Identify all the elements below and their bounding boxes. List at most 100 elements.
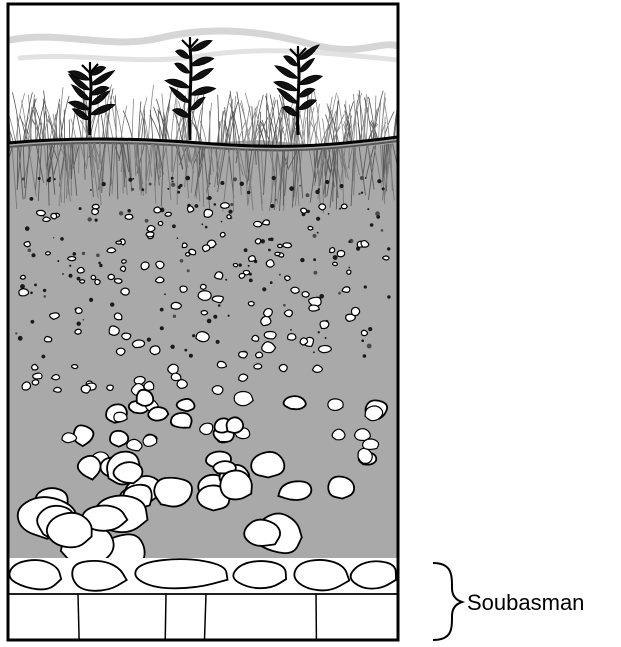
rock-fragment [37, 210, 46, 215]
organic-speck [42, 355, 46, 359]
rock-fragment [22, 382, 30, 390]
organic-speck [244, 248, 248, 252]
rock-fragment [256, 352, 263, 358]
rock-fragment [319, 346, 332, 353]
organic-speck [79, 207, 82, 210]
rock-fragment [52, 375, 60, 380]
rock-fragment [171, 413, 192, 428]
rock-fragment [342, 287, 350, 292]
organic-speck [171, 183, 175, 187]
rock-fragment [233, 264, 237, 267]
rock-fragment [337, 251, 344, 257]
rock-fragment [114, 462, 143, 483]
organic-speck [177, 237, 179, 239]
rock-fragment [120, 266, 125, 271]
rock-fragment [122, 333, 131, 340]
rock-fragment [68, 257, 76, 261]
organic-speck [179, 184, 182, 187]
organic-speck [387, 295, 390, 298]
organic-speck [376, 215, 380, 219]
organic-speck [170, 345, 174, 349]
rock-fragment [122, 260, 127, 263]
rock-fragment [220, 471, 252, 500]
organic-speck [82, 252, 85, 255]
organic-speck [325, 180, 329, 184]
rock-fragment [24, 242, 30, 247]
organic-speck [207, 319, 212, 324]
rock-fragment [156, 261, 164, 268]
organic-speck [348, 267, 350, 269]
rock-fragment [187, 206, 193, 212]
organic-speck [370, 223, 374, 227]
rock-fragment [212, 386, 223, 395]
rock-fragment [341, 204, 347, 209]
rock-fragment [288, 334, 296, 340]
rock-fragment [158, 221, 163, 225]
organic-speck [69, 274, 73, 278]
rock-fragment [108, 274, 114, 279]
organic-speck [247, 191, 250, 194]
rock-fragment [251, 452, 284, 478]
organic-speck [220, 181, 224, 185]
organic-speck [28, 249, 32, 253]
rock-fragment [332, 429, 345, 440]
organic-speck [95, 219, 98, 222]
organic-speck [248, 265, 250, 267]
organic-speck [367, 208, 369, 210]
root-hair [17, 146, 18, 189]
organic-speck [119, 211, 123, 215]
rock-fragment [283, 243, 292, 248]
organic-speck [338, 292, 341, 295]
organic-speck [20, 284, 25, 289]
organic-speck [164, 293, 166, 295]
rock-fragment [239, 352, 248, 358]
rock-fragment [110, 431, 128, 447]
organic-speck [180, 259, 184, 263]
rock-fragment [291, 287, 299, 293]
rock-fragment [319, 204, 326, 210]
rock-fragment [196, 332, 209, 342]
organic-speck [381, 229, 384, 232]
rock-fragment [147, 226, 155, 232]
rock-fragment [121, 288, 129, 295]
bedrock-stone [233, 561, 286, 588]
rock-fragment [302, 292, 309, 298]
organic-speck [365, 177, 367, 179]
rock-fragment [177, 380, 187, 389]
organic-speck [268, 238, 271, 241]
rock-fragment [217, 361, 226, 367]
organic-speck [361, 192, 363, 194]
organic-speck [171, 177, 174, 180]
organic-speck [102, 182, 106, 186]
organic-speck [44, 295, 47, 298]
organic-speck [205, 226, 208, 229]
rock-fragment [365, 406, 383, 421]
organic-speck [216, 340, 220, 344]
organic-speck [131, 188, 134, 191]
organic-speck [221, 221, 223, 223]
rock-fragment [204, 209, 213, 217]
rock-fragment [92, 204, 99, 209]
rock-fragment [107, 248, 116, 253]
organic-speck [177, 191, 180, 194]
rock-fragment [143, 435, 157, 447]
rock-fragment [320, 321, 329, 329]
rock-fragment [227, 215, 231, 219]
rock-fragment [51, 213, 57, 219]
rock-fragment [284, 310, 292, 317]
organic-speck [201, 223, 203, 225]
rock-fragment [284, 396, 306, 409]
organic-speck [22, 177, 25, 180]
rock-fragment [328, 399, 343, 411]
organic-speck [53, 237, 55, 239]
root-hair [79, 143, 80, 173]
rock-fragment [201, 311, 208, 315]
organic-speck [313, 234, 317, 238]
rock-fragment [279, 364, 287, 371]
organic-speck [270, 204, 274, 208]
rock-fragment [180, 286, 187, 292]
organic-speck [361, 339, 364, 342]
organic-speck [99, 264, 102, 267]
rock-fragment [200, 423, 213, 434]
